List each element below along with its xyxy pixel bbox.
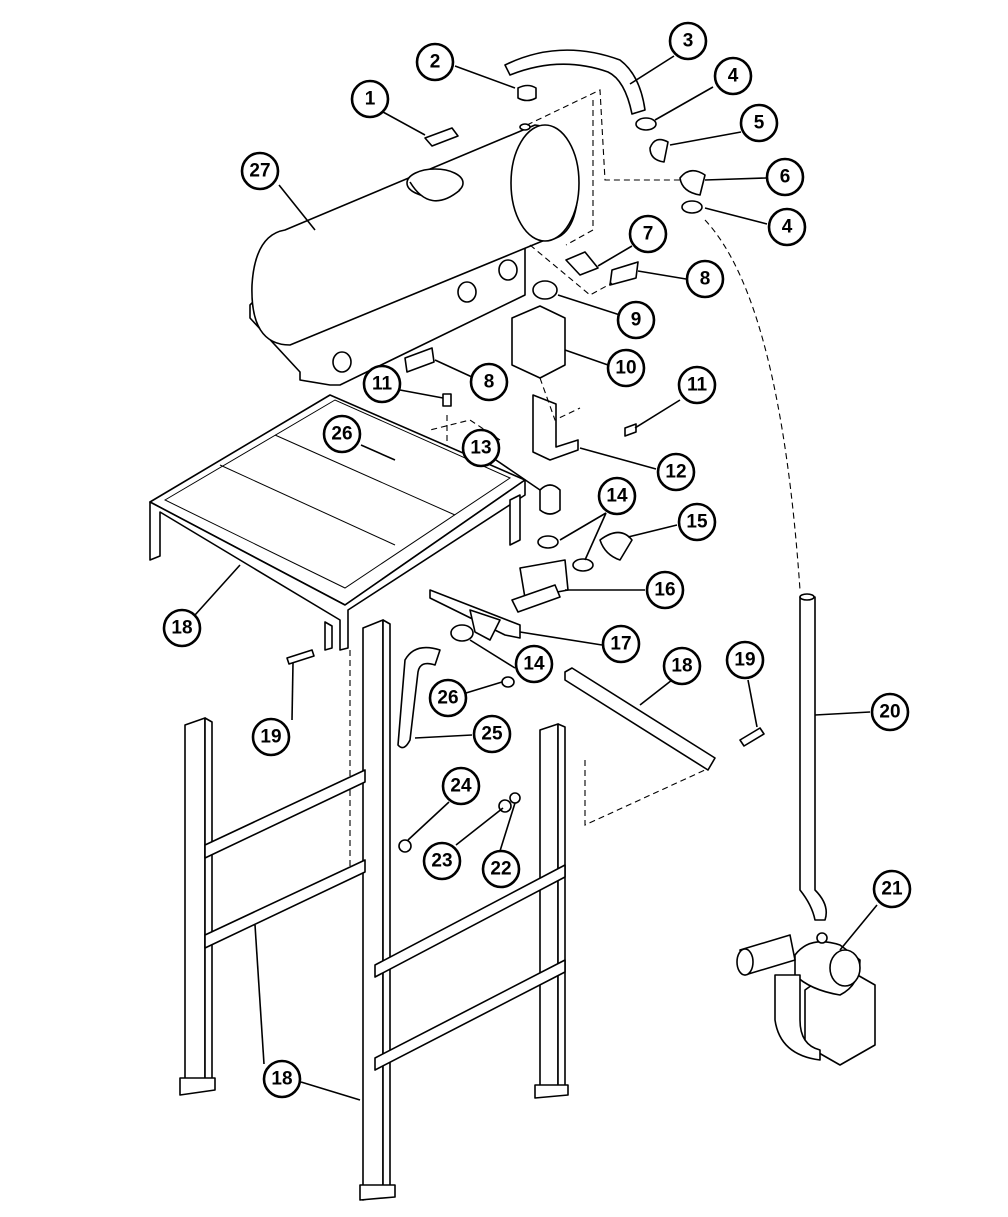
svg-text:26: 26 — [331, 424, 352, 445]
svg-text:21: 21 — [881, 879, 903, 900]
callout-9: 9 — [616, 300, 656, 340]
svg-text:13: 13 — [470, 438, 491, 459]
svg-text:11: 11 — [687, 375, 708, 396]
callout-8: 8 — [685, 259, 725, 299]
small-parts-top — [392, 49, 706, 469]
svg-text:8: 8 — [484, 372, 495, 393]
callout-19: 19 — [725, 640, 765, 680]
callout-4: 4 — [713, 56, 753, 96]
svg-text:25: 25 — [481, 724, 503, 745]
callout-6: 6 — [765, 157, 805, 197]
callout-3: 3 — [668, 21, 708, 61]
svg-text:4: 4 — [728, 66, 739, 87]
callout-13: 13 — [461, 428, 501, 468]
svg-text:19: 19 — [734, 650, 755, 671]
svg-text:19: 19 — [260, 727, 281, 748]
svg-text:2: 2 — [430, 52, 441, 73]
callout-23: 23 — [422, 841, 462, 881]
svg-text:14: 14 — [606, 486, 628, 507]
svg-text:7: 7 — [643, 224, 654, 245]
svg-text:24: 24 — [450, 776, 472, 797]
callout-11b: 11 — [677, 365, 717, 405]
svg-text:18: 18 — [171, 618, 192, 639]
callout-1: 1 — [350, 79, 390, 119]
svg-text:18: 18 — [271, 1069, 292, 1090]
callouts: 1 2 3 4 5 6 4 7 8 9 10 8 11 11 26 12 13 … — [162, 21, 912, 1099]
svg-text:12: 12 — [665, 462, 686, 483]
svg-text:26: 26 — [437, 688, 458, 709]
svg-text:8: 8 — [700, 269, 711, 290]
callout-2: 2 — [415, 42, 455, 82]
svg-text:17: 17 — [610, 634, 631, 655]
callout-7: 7 — [628, 214, 668, 254]
svg-text:6: 6 — [780, 167, 791, 188]
callout-5: 5 — [739, 103, 779, 143]
svg-text:18: 18 — [671, 656, 692, 677]
callout-15: 15 — [677, 502, 717, 542]
callout-4b: 4 — [767, 207, 807, 247]
svg-text:27: 27 — [249, 161, 270, 182]
svg-text:22: 22 — [490, 859, 511, 880]
tank-assembly — [249, 123, 580, 386]
svg-text:3: 3 — [683, 31, 694, 52]
callout-26: 26 — [322, 414, 362, 454]
callout-24: 24 — [441, 766, 481, 806]
callout-21: 21 — [872, 869, 912, 909]
callout-18b: 18 — [662, 646, 702, 686]
svg-text:1: 1 — [365, 89, 376, 110]
svg-text:20: 20 — [879, 702, 900, 723]
callout-26b: 26 — [428, 678, 468, 718]
callout-16: 16 — [645, 570, 685, 610]
pump-assembly — [736, 593, 876, 1066]
callout-20: 20 — [870, 692, 910, 732]
callout-18c: 18 — [262, 1059, 302, 1099]
callout-27: 27 — [240, 151, 280, 191]
svg-text:15: 15 — [686, 512, 708, 533]
lower-frame — [179, 619, 569, 1201]
svg-text:4: 4 — [782, 217, 793, 238]
svg-text:23: 23 — [431, 851, 452, 872]
callout-14: 14 — [597, 476, 637, 516]
svg-text:9: 9 — [631, 310, 642, 331]
callout-19b: 19 — [251, 717, 291, 757]
svg-text:5: 5 — [754, 113, 765, 134]
top-frame — [149, 394, 526, 651]
callout-10: 10 — [606, 348, 646, 388]
leader-lines — [194, 55, 878, 1101]
callout-18: 18 — [162, 608, 202, 648]
callout-12: 12 — [656, 452, 696, 492]
svg-text:14: 14 — [523, 654, 545, 675]
callout-17: 17 — [601, 624, 641, 664]
svg-text:16: 16 — [654, 580, 675, 601]
side-bar — [286, 649, 765, 771]
callout-11: 11 — [362, 364, 402, 404]
valve-assembly — [397, 484, 633, 749]
svg-text:10: 10 — [615, 358, 636, 379]
callout-25: 25 — [472, 714, 512, 754]
callout-22: 22 — [481, 849, 521, 889]
svg-text:11: 11 — [372, 374, 393, 395]
callout-14b: 14 — [514, 644, 554, 684]
callout-8b: 8 — [469, 362, 509, 402]
